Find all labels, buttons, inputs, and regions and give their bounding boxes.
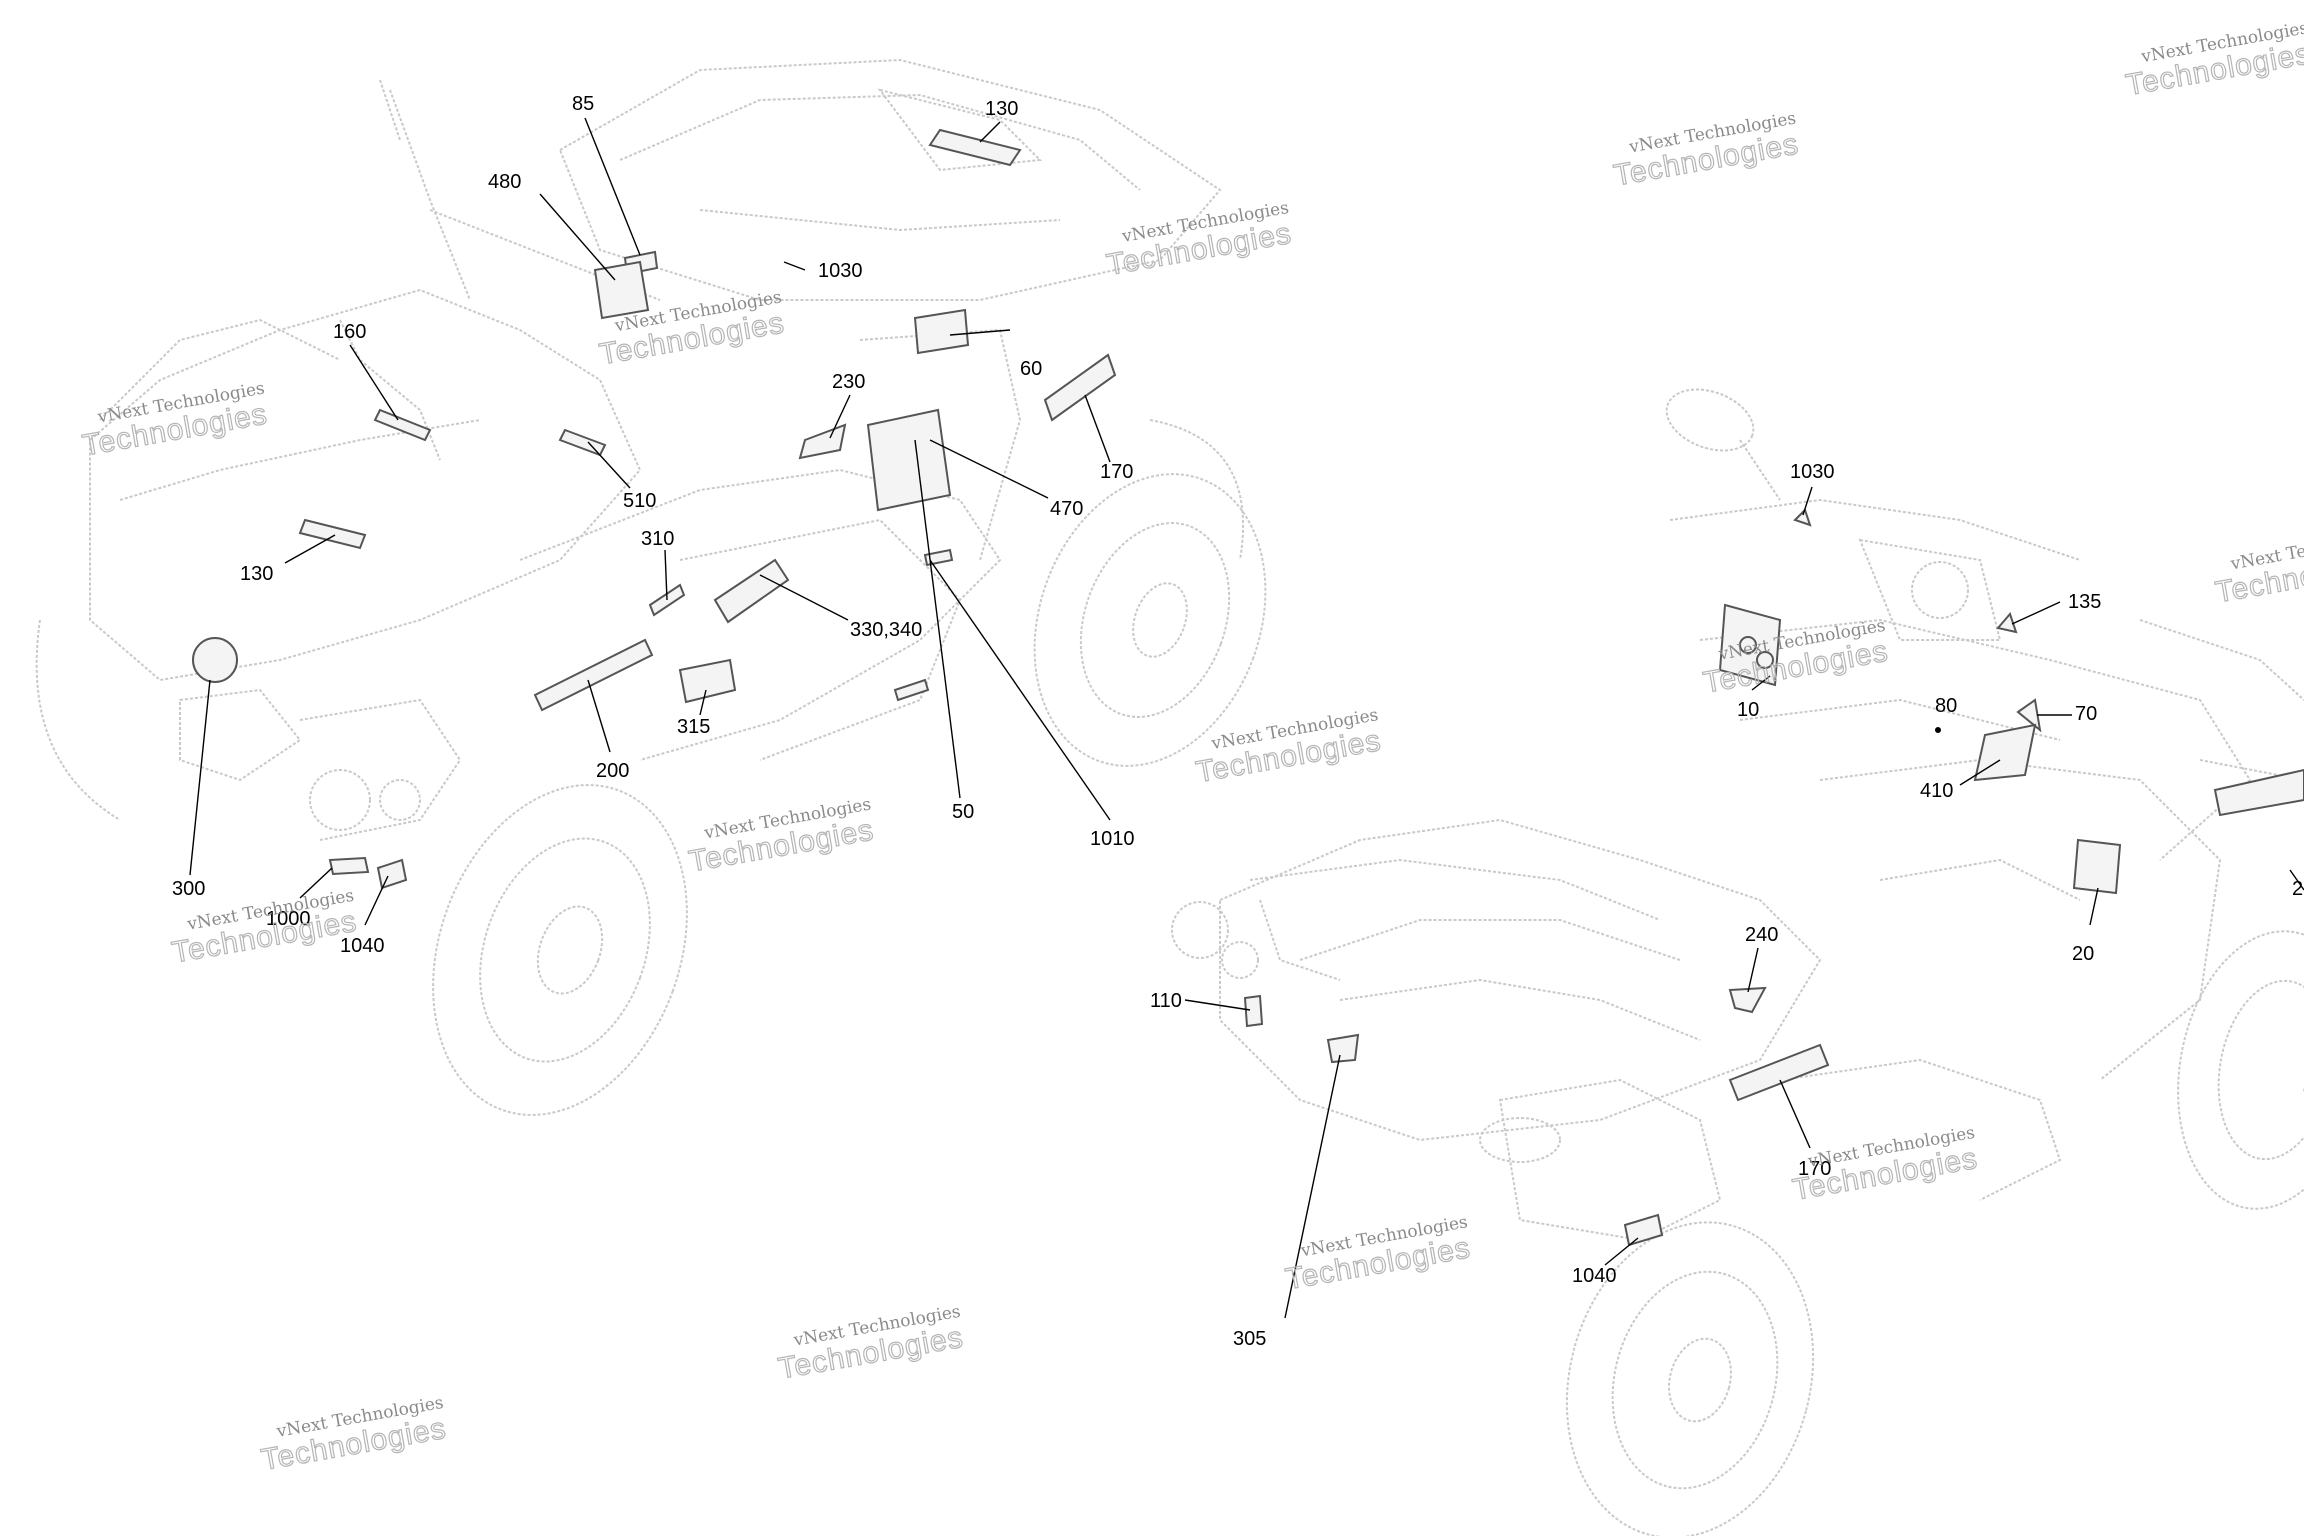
callout-305: 305 bbox=[1233, 1328, 1266, 1350]
callout-315: 315 bbox=[677, 716, 710, 738]
decal-2-partial bbox=[2213, 768, 2304, 817]
left-vehicle-drawing bbox=[35, 58, 1267, 1116]
decal-510 bbox=[558, 428, 607, 457]
watermarks: vNext Technologies Technologies vNext Te… bbox=[79, 18, 2304, 1478]
decal-480 bbox=[593, 260, 650, 320]
decal-110 bbox=[1243, 994, 1264, 1028]
callout-470: 470 bbox=[1050, 498, 1083, 520]
callout-2-partial: 2 bbox=[2292, 878, 2303, 900]
callout-60: 60 bbox=[1020, 358, 1042, 380]
decal-330-340 bbox=[713, 558, 790, 624]
callout-10: 10 bbox=[1737, 699, 1759, 721]
callout-300: 300 bbox=[172, 878, 205, 900]
callout-1030: 1030 bbox=[818, 260, 863, 282]
decal-10 bbox=[1718, 603, 1782, 687]
decal-80 bbox=[1935, 727, 1941, 733]
callout-240: 240 bbox=[1745, 924, 1778, 946]
watermark: vNext Technologies Technologies bbox=[775, 1302, 966, 1387]
decal-1010 bbox=[893, 678, 930, 702]
decal-300-emblem bbox=[192, 637, 238, 683]
callout-170-right: 170 bbox=[1798, 1158, 1831, 1180]
decal-315 bbox=[678, 658, 737, 704]
decal-305 bbox=[1326, 1033, 1360, 1064]
callout-230: 230 bbox=[832, 371, 865, 393]
decal-1040-right bbox=[1623, 1213, 1664, 1247]
callout-130-hood: 130 bbox=[240, 563, 273, 585]
decal-130-rear-rack bbox=[928, 128, 1022, 167]
callout-20: 20 bbox=[2072, 943, 2094, 965]
watermark: vNext Technologies Technologies bbox=[2123, 18, 2304, 103]
decal-60 bbox=[913, 308, 970, 355]
left-callouts: 85 130 480 1030 160 60 230 170 470 510 1… bbox=[172, 93, 1135, 957]
watermark: vNext Technologies Technologies bbox=[1790, 1123, 1981, 1208]
decal-1040 bbox=[376, 858, 408, 890]
watermark: vNext Technologies Technologies bbox=[2212, 525, 2304, 610]
decal-470 bbox=[866, 408, 952, 512]
decal-240 bbox=[1728, 986, 1767, 1014]
decal-160 bbox=[373, 408, 432, 442]
watermark: vNext Technologies Technologies bbox=[1104, 198, 1295, 283]
watermark: vNext Technologies Technologies bbox=[686, 795, 877, 880]
watermark: vNext Technologies Technologies bbox=[1611, 108, 1802, 193]
watermark: vNext Technologies Technologies bbox=[258, 1393, 449, 1478]
callout-1010: 1010 bbox=[1090, 828, 1135, 850]
decal-50 bbox=[923, 548, 954, 567]
callout-310: 310 bbox=[641, 528, 674, 550]
decal-200-outlander bbox=[533, 638, 654, 712]
callout-50: 50 bbox=[952, 801, 974, 823]
callout-80: 80 bbox=[1935, 695, 1957, 717]
callout-160: 160 bbox=[333, 321, 366, 343]
decal-1030-right bbox=[1793, 508, 1812, 527]
callout-1040: 1040 bbox=[340, 935, 385, 957]
callout-135: 135 bbox=[2068, 591, 2101, 613]
callout-1000: 1000 bbox=[266, 908, 311, 930]
callout-200: 200 bbox=[596, 760, 629, 782]
decal-410 bbox=[1973, 723, 2037, 782]
callout-130-top: 130 bbox=[985, 98, 1018, 120]
decal-170-canam bbox=[1043, 353, 1117, 422]
svg-text:Technologies: Technologies bbox=[2302, 1052, 2304, 1117]
leader-lines bbox=[189, 117, 2304, 1319]
callout-410: 410 bbox=[1920, 780, 1953, 802]
callout-1030-right: 1030 bbox=[1790, 461, 1835, 483]
callout-70: 70 bbox=[2075, 703, 2097, 725]
decal-130-hood bbox=[298, 518, 367, 550]
watermark: vNext Technologies Technologies bbox=[2302, 1051, 2304, 1117]
callout-110: 110 bbox=[1150, 990, 1182, 1012]
decal-20 bbox=[2072, 838, 2122, 895]
callout-1040-right: 1040 bbox=[1572, 1265, 1617, 1287]
callout-510: 510 bbox=[623, 490, 656, 512]
decal-230 bbox=[798, 423, 847, 460]
callout-480: 480 bbox=[488, 171, 521, 193]
watermark: vNext Technologies Technologies bbox=[1282, 1212, 1473, 1297]
watermark: vNext Technologies Technologies bbox=[79, 379, 270, 464]
right-vehicle-drawing bbox=[1171, 388, 2304, 1536]
callout-170: 170 bbox=[1100, 461, 1133, 483]
watermark: vNext Technologies Technologies bbox=[1193, 705, 1384, 790]
decal-170-right-canam bbox=[1728, 1043, 1830, 1102]
right-callouts: 1030 135 10 80 70 410 2 20 240 110 170 1… bbox=[1150, 461, 2303, 1350]
callout-330-340: 330,340 bbox=[850, 619, 922, 641]
callout-85: 85 bbox=[572, 93, 594, 115]
decal-1000 bbox=[328, 856, 370, 876]
